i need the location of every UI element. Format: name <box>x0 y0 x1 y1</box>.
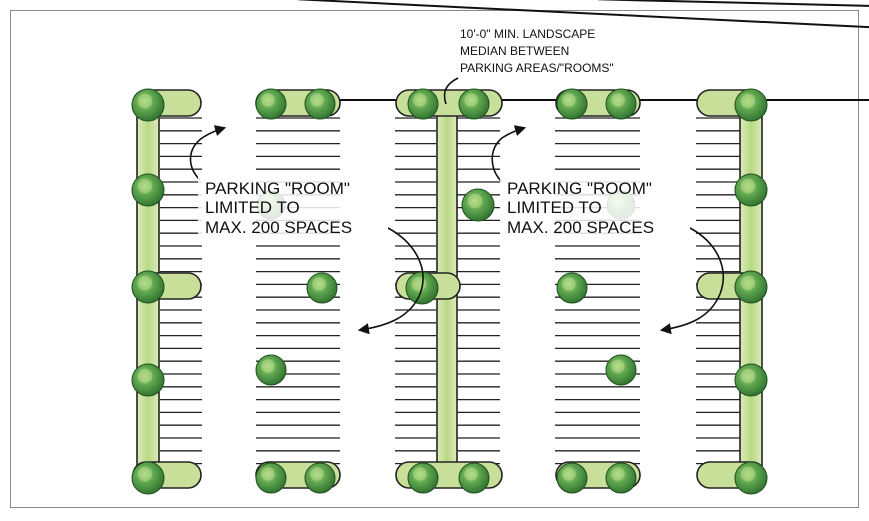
room-callout-right: PARKING "ROOM" LIMITED TO MAX. 200 SPACE… <box>500 176 690 238</box>
tree-icon <box>131 270 165 304</box>
landscape-islands <box>132 89 766 489</box>
tree-icon <box>458 88 490 120</box>
tree-icon <box>605 354 637 386</box>
arrow-left-down <box>357 227 424 335</box>
room-left-line-3: MAX. 200 SPACES <box>205 218 352 237</box>
room-callout-left: PARKING "ROOM" LIMITED TO MAX. 200 SPACE… <box>198 176 388 238</box>
tree-icon <box>734 173 768 207</box>
tree-icon <box>556 272 588 304</box>
tree-icon <box>556 462 588 494</box>
tree-icon <box>407 462 439 494</box>
tree-icon <box>605 88 637 120</box>
tree-icon <box>131 363 165 397</box>
tree-icon <box>304 462 336 494</box>
callout-arrows <box>189 77 725 335</box>
tree-icon <box>304 88 336 120</box>
tree-icon <box>605 462 637 494</box>
tree-icon <box>131 173 165 207</box>
median-callout-line-3: PARKING AREAS/"ROOMS" <box>460 61 614 75</box>
tree-icon <box>131 461 165 495</box>
arrow-right-up <box>491 125 527 183</box>
tree-icon <box>461 188 495 222</box>
tree-icon <box>255 88 287 120</box>
tree-icon <box>556 88 588 120</box>
tree-icon <box>255 462 287 494</box>
room-right-line-2: LIMITED TO <box>507 198 602 217</box>
room-right-line-3: MAX. 200 SPACES <box>507 218 654 237</box>
tree-icon <box>458 462 490 494</box>
tree-icon <box>734 88 768 122</box>
room-left-line-2: LIMITED TO <box>205 198 300 217</box>
median-callout: 10'-0" MIN. LANDSCAPE MEDIAN BETWEEN PAR… <box>460 27 614 75</box>
tree-icon <box>306 272 338 304</box>
diagram-frame <box>10 10 859 508</box>
tree-icon <box>255 354 287 386</box>
median-leader-line <box>443 77 459 105</box>
median-callout-line-1: 10'-0" MIN. LANDSCAPE <box>460 27 595 41</box>
room-right-line-1: PARKING "ROOM" <box>507 179 652 198</box>
tree-icon <box>734 270 768 304</box>
tree-icon <box>734 363 768 397</box>
room-left-line-1: PARKING "ROOM" <box>205 179 350 198</box>
tree-icon <box>734 461 768 495</box>
median-callout-line-2: MEDIAN BETWEEN <box>460 44 569 58</box>
arrow-left-up <box>189 125 227 181</box>
tree-icon <box>131 88 165 122</box>
tree-icon <box>407 88 439 120</box>
arrow-right-down <box>659 227 725 335</box>
